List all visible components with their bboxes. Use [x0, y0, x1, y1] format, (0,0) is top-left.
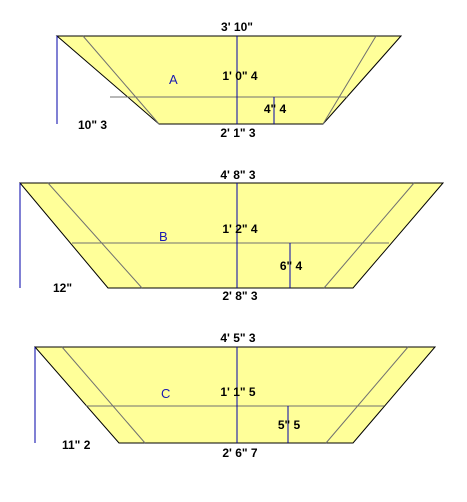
- section-c-bottom-width: 2' 6" 7: [222, 446, 258, 460]
- section-c-inner-right-line: [325, 346, 409, 444]
- section-c-mid-width: 1' 1" 5: [220, 385, 256, 399]
- section-c-side-height: 11" 2: [62, 438, 91, 452]
- section-a-top-width: 3' 10": [221, 20, 253, 34]
- section-b-inner-left-line: [47, 182, 143, 289]
- section-b-side-height: 12": [53, 281, 72, 295]
- section-c-inner-left-line: [61, 346, 146, 444]
- section-a-mid-width: 1' 0" 4: [222, 69, 258, 83]
- section-b-top-width: 4' 8" 3: [220, 168, 256, 182]
- section-a-inner-left-line: [82, 35, 160, 125]
- section-c-inner-height: 5" 5: [278, 418, 301, 432]
- section-b-inner-height: 6" 4: [280, 259, 303, 273]
- section-a-letter: A: [169, 72, 178, 87]
- section-b-bottom-width: 2' 8" 3: [222, 289, 258, 303]
- section-a-bottom-width: 2' 1" 3: [220, 126, 256, 140]
- section-a-side-height: 10" 3: [78, 118, 107, 132]
- section-a-inner-height: 4" 4: [264, 102, 287, 116]
- section-b-trapezoid: [18, 182, 445, 289]
- section-c: 4' 5" 3 1' 1" 5 5" 5 2' 6" 7 11" 2 C: [33, 331, 437, 460]
- section-a-inner-right-line: [322, 35, 377, 125]
- section-c-trapezoid: [33, 346, 437, 444]
- section-b-inner-right-line: [323, 182, 415, 289]
- section-b-mid-width: 1' 2" 4: [222, 222, 258, 236]
- section-a: 3' 10" 1' 0" 4 4" 4 2' 1" 3 10" 3 A: [55, 20, 403, 140]
- section-b: 4' 8" 3 1' 2" 4 6" 4 2' 8" 3 12" B: [18, 168, 445, 303]
- section-c-letter: C: [161, 386, 170, 401]
- section-b-letter: B: [159, 229, 168, 244]
- section-c-top-width: 4' 5" 3: [220, 331, 256, 345]
